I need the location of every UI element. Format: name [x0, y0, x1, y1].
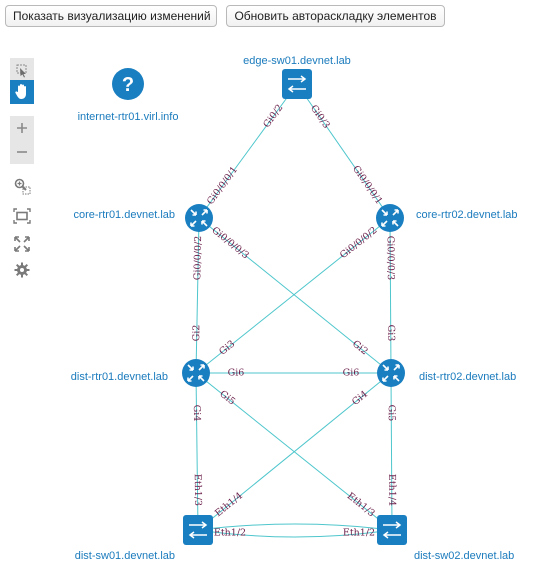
- links-layer: [195, 83, 393, 538]
- port-label: Gi6: [343, 368, 360, 379]
- link-line[interactable]: [296, 83, 391, 219]
- show-changes-button[interactable]: Показать визуализацию изменений: [5, 5, 217, 27]
- port-label: Gi3: [217, 339, 237, 358]
- node-label: core-rtr01.devnet.lab: [74, 209, 176, 221]
- switch-icon: [183, 515, 213, 545]
- hand-pan-icon[interactable]: [10, 80, 34, 104]
- zoom-in-icon[interactable]: [10, 116, 34, 140]
- switch-icon: [377, 515, 407, 545]
- port-label: Gi0/0/0/2: [192, 236, 204, 281]
- fullscreen-icon[interactable]: [10, 232, 34, 256]
- router-icon: [376, 204, 404, 232]
- port-label: Eth1/3: [345, 491, 377, 520]
- link-line[interactable]: [390, 372, 393, 531]
- port-label: Gi0/0/0/3: [385, 236, 396, 280]
- link-line[interactable]: [197, 523, 393, 531]
- node-dist1[interactable]: dist-rtr01.devnet.lab: [71, 359, 210, 387]
- node-internet[interactable]: ? internet-rtr01.virl.info: [78, 68, 179, 123]
- port-label: Eth1/4: [213, 490, 245, 519]
- link-line[interactable]: [198, 83, 298, 219]
- router-icon: [182, 359, 210, 387]
- port-label: Eth1/2: [214, 528, 246, 539]
- port-label: Gi0/2: [261, 103, 285, 130]
- link-line[interactable]: [389, 217, 392, 374]
- router-icon: [377, 359, 405, 387]
- svg-text:?: ?: [122, 74, 134, 96]
- node-label: core-rtr02.devnet.lab: [416, 209, 518, 221]
- node-label: dist-rtr01.devnet.lab: [71, 371, 168, 383]
- switch-icon: [282, 69, 312, 99]
- port-label: Gi3: [385, 325, 396, 342]
- port-label: Gi4: [350, 389, 370, 408]
- port-label: Gi0/0/0/3: [209, 225, 250, 261]
- node-label: dist-sw01.devnet.lab: [75, 550, 175, 562]
- link-line[interactable]: [197, 529, 393, 538]
- port-label: Gi2: [350, 338, 370, 357]
- link-line[interactable]: [198, 217, 392, 374]
- port-label: Gi6: [228, 368, 245, 379]
- link-line[interactable]: [195, 372, 199, 531]
- question-icon: ?: [112, 68, 144, 100]
- port-label: Gi0/0/0/1: [205, 165, 240, 207]
- port-label: Eth1/2: [343, 528, 375, 539]
- node-label: dist-rtr02.devnet.lab: [419, 371, 516, 383]
- port-label: Gi5: [217, 389, 237, 408]
- node-core1[interactable]: core-rtr01.devnet.lab: [74, 204, 214, 232]
- port-label: Gi5: [386, 405, 397, 422]
- node-label: dist-sw02.devnet.lab: [414, 550, 514, 562]
- select-icon[interactable]: [10, 58, 34, 82]
- zoom-out-icon[interactable]: [10, 140, 34, 164]
- zoom-selection-icon[interactable]: [10, 174, 34, 198]
- port-label: Gi4: [191, 405, 202, 422]
- node-core2[interactable]: core-rtr02.devnet.lab: [376, 204, 518, 232]
- port-label: Eth1/4: [386, 474, 397, 506]
- node-edge[interactable]: edge-sw01.devnet.lab: [243, 55, 351, 99]
- link-line[interactable]: [195, 217, 200, 374]
- settings-gear-icon[interactable]: [10, 258, 34, 282]
- port-label: Gi2: [191, 325, 202, 342]
- link-line[interactable]: [195, 217, 391, 374]
- node-label: edge-sw01.devnet.lab: [243, 55, 351, 67]
- link-line[interactable]: [197, 372, 392, 531]
- port-label: Gi0/3: [308, 103, 332, 131]
- port-label: Gi0/0/0/2: [338, 225, 380, 261]
- node-dsw2[interactable]: dist-sw02.devnet.lab: [377, 515, 514, 562]
- node-dist2[interactable]: dist-rtr02.devnet.lab: [377, 359, 516, 387]
- port-label: Gi0/0/0/1: [350, 164, 384, 207]
- port-label: Eth1/3: [192, 474, 203, 506]
- node-label: internet-rtr01.virl.info: [78, 111, 179, 123]
- nodes-layer: ? internet-rtr01.virl.info edge-sw01.devne…: [71, 55, 518, 562]
- fit-view-icon[interactable]: [10, 204, 34, 228]
- relayout-button[interactable]: Обновить автораскладку элементов: [226, 5, 445, 27]
- router-icon: [185, 204, 213, 232]
- node-dsw1[interactable]: dist-sw01.devnet.lab: [75, 515, 213, 562]
